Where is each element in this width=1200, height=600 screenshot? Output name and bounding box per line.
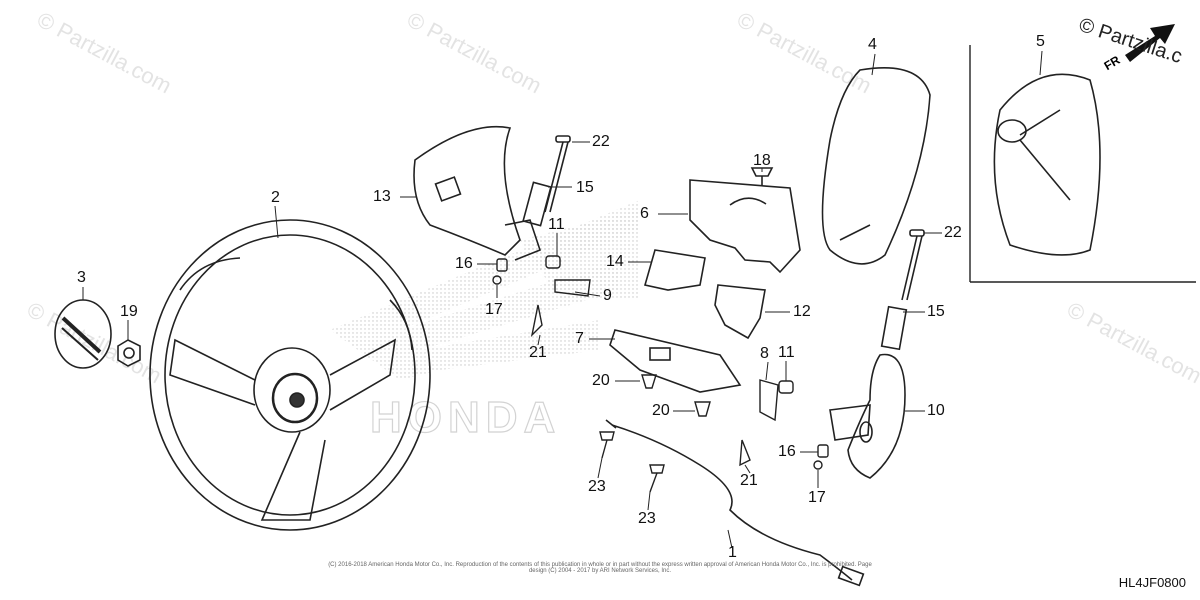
callout-16a[interactable]: 16 (455, 255, 473, 272)
callout-5[interactable]: 5 (1036, 33, 1045, 50)
callout-22b[interactable]: 22 (944, 224, 962, 241)
front-direction-arrow-icon (1125, 24, 1175, 62)
bracket-left (643, 249, 706, 291)
callout-22a[interactable]: 22 (592, 133, 610, 150)
callout-7[interactable]: 7 (575, 330, 584, 347)
wire-harness (605, 419, 865, 587)
callout-20b[interactable]: 20 (652, 402, 670, 419)
callout-1[interactable]: 1 (728, 544, 737, 561)
callout-21b[interactable]: 21 (740, 472, 758, 489)
callout-19[interactable]: 19 (120, 303, 138, 320)
callout-20a[interactable]: 20 (592, 372, 610, 389)
callout-9[interactable]: 9 (603, 287, 612, 304)
bolt-collar-right (880, 229, 925, 351)
callout-4[interactable]: 4 (868, 36, 877, 53)
diagram-code: HL4JF0800 (1118, 575, 1186, 590)
horn-cap (54, 299, 112, 369)
callout-16b[interactable]: 16 (778, 443, 796, 460)
callout-15a[interactable]: 15 (576, 179, 594, 196)
screw (750, 167, 774, 186)
instrument-cover (993, 73, 1101, 256)
copyright-notice: (C) 2016-2018 American Honda Motor Co., … (328, 562, 872, 574)
callout-11b[interactable]: 11 (778, 344, 795, 361)
screws-bottom (599, 431, 665, 493)
nut (117, 339, 141, 367)
small-parts-right (739, 379, 829, 470)
callout-6[interactable]: 6 (640, 205, 649, 222)
svg-text:HONDA: HONDA (370, 393, 561, 442)
side-cover-left (413, 125, 541, 261)
callout-17b[interactable]: 17 (808, 489, 826, 506)
callout-18[interactable]: 18 (753, 152, 771, 169)
upper-cover (689, 179, 801, 274)
callout-12[interactable]: 12 (793, 303, 811, 320)
callout-2[interactable]: 2 (271, 189, 280, 206)
switch-assembly (609, 329, 742, 393)
wing-logo-background: HONDA (330, 200, 640, 443)
clips (641, 374, 711, 417)
center-pad (821, 67, 931, 265)
bracket-right (714, 284, 766, 340)
inset-frame (969, 45, 1196, 283)
callout-3[interactable]: 3 (77, 269, 86, 286)
callout-23a[interactable]: 23 (588, 478, 606, 495)
callout-13[interactable]: 13 (373, 188, 391, 205)
small-parts-left (492, 255, 591, 338)
callout-15b[interactable]: 15 (927, 303, 945, 320)
callout-8[interactable]: 8 (760, 345, 769, 362)
callout-14[interactable]: 14 (606, 253, 624, 270)
callout-11a[interactable]: 11 (548, 216, 565, 233)
bolt-collar-top (522, 135, 571, 227)
callout-17a[interactable]: 17 (485, 301, 503, 318)
leader-lines (82, 50, 1043, 549)
callout-23b[interactable]: 23 (638, 510, 656, 527)
side-cover-right (829, 353, 906, 479)
callout-21a[interactable]: 21 (529, 344, 547, 361)
steering-wheel (149, 219, 431, 531)
callout-10[interactable]: 10 (927, 402, 945, 419)
